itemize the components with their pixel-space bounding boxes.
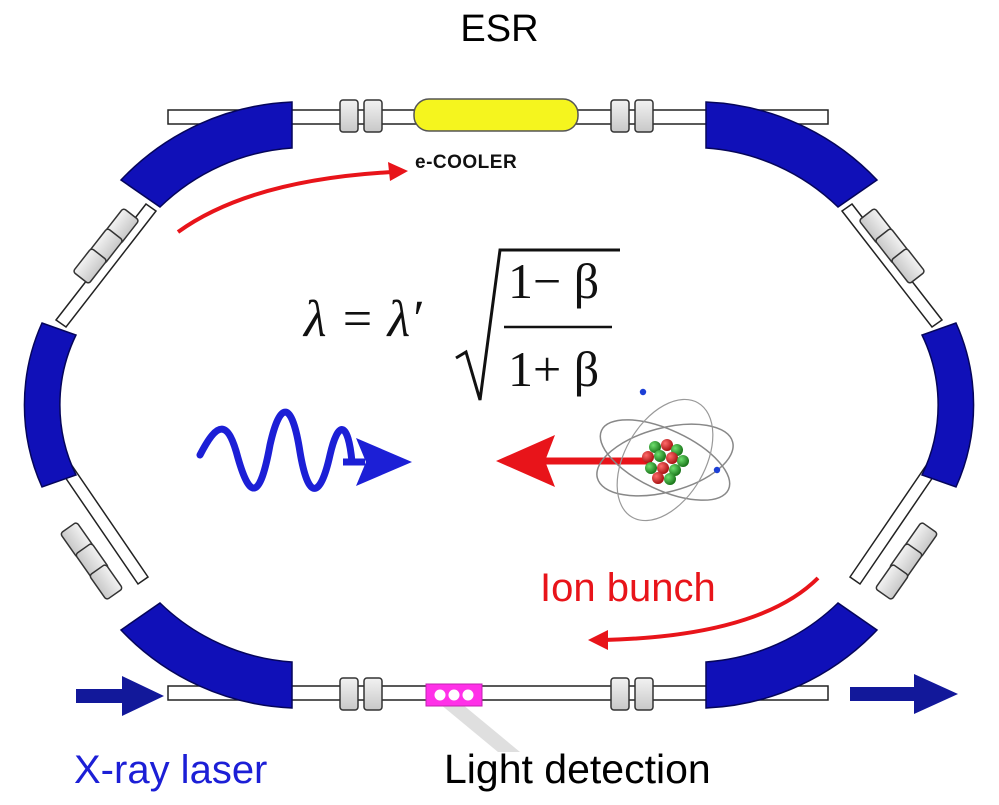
light-detection-label: Light detection xyxy=(444,746,711,792)
ion-bunch-label: Ion bunch xyxy=(540,566,716,610)
diagram-title: ESR xyxy=(460,8,539,50)
detector-icon xyxy=(425,683,520,752)
beam-pipe xyxy=(50,109,948,701)
laser-injection-arrow xyxy=(76,676,164,716)
formula-lhs: λ = λ′ xyxy=(304,291,422,348)
electron-cooler xyxy=(413,98,579,132)
quadrupole-magnets xyxy=(339,99,654,711)
dipole-magnets xyxy=(23,101,975,709)
ion-direction-arrow-top xyxy=(176,162,408,234)
xray-laser-label: X-ray laser xyxy=(74,748,268,792)
formula-radical xyxy=(455,248,620,401)
ion-direction-arrow-bottom xyxy=(588,576,820,650)
atom-icon xyxy=(596,388,734,522)
ecooler-label: e-COOLER xyxy=(415,152,518,173)
laser-exit-arrow xyxy=(850,674,958,714)
formula-denominator: 1+ β xyxy=(508,341,600,397)
ion-arrow xyxy=(496,435,652,487)
formula-numerator: 1− β xyxy=(508,253,600,309)
wave-arrow-icon xyxy=(196,408,412,492)
quadrupole-magnets-side xyxy=(60,208,938,600)
